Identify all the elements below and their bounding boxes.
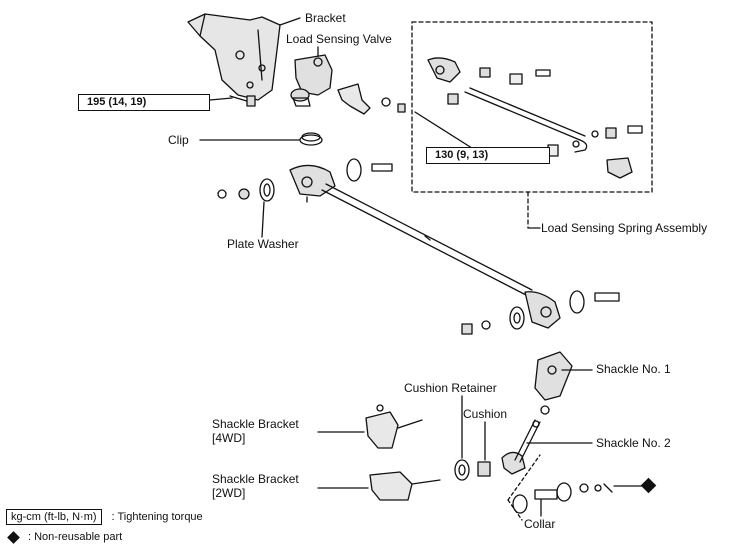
legend-torque: kg-cm (ft-lb, N·m) : Tightening torque [6,509,203,525]
label-shackle-no1: Shackle No. 1 [596,362,671,376]
shackle-bracket-2wd-part [317,471,441,501]
label-shackle-bracket-2wd-line2: [2WD] [212,486,246,500]
legend-unit-box: kg-cm (ft-lb, N·m) [6,509,102,525]
collar-parts [507,454,643,521]
bracket-part [187,13,301,101]
label-shackle-bracket-4wd: Shackle Bracket [4WD] [212,417,299,445]
label-cushion: Cushion [463,407,508,421]
label-shackle-bracket-4wd-line2: [4WD] [212,431,246,445]
label-collar: Collar [524,517,556,531]
label-load-sensing-valve: Load Sensing Valve [286,32,392,46]
legend-diamond-icon [7,530,20,544]
legend-unit-desc: : Tightening torque [111,511,203,523]
label-shackle-bracket-4wd-line1: Shackle Bracket [212,417,299,431]
load-sensing-valve-part [290,46,333,107]
label-cushion-retainer: Cushion Retainer [404,381,497,395]
label-clip: Clip [168,133,189,147]
cushion-parts [454,395,491,481]
label-bracket: Bracket [305,11,346,25]
torque-box-130: 130 (9, 13) [426,147,550,164]
shackle-bracket-4wd-part [317,404,423,449]
label-shackle-bracket-2wd-line1: Shackle Bracket [212,472,299,486]
link-plate [337,83,406,115]
bracket-bolt [229,95,256,107]
nonreusable-marker-icon [640,477,657,494]
label-plate-washer: Plate Washer [227,237,299,251]
torque-box-195: 195 (14, 19) [78,94,210,111]
load-sensing-spring-rod [289,164,561,329]
shackle-no2-part [501,419,593,475]
label-shackle-bracket-2wd: Shackle Bracket [2WD] [212,472,299,500]
rod-left-hardware [217,158,393,238]
shackle-no1-part [532,351,593,428]
rod-right-hardware [461,290,620,335]
spring-assembly-dashed-box [411,21,653,193]
clip-part [199,132,323,146]
label-shackle-no2: Shackle No. 2 [596,436,671,450]
label-load-sensing-spring-assembly: Load Sensing Spring Assembly [541,221,708,235]
spring-assembly-parts [414,57,643,179]
legend-nonreusable: : Non-reusable part [6,530,122,544]
legend-nonreusable-desc: : Non-reusable part [28,531,123,543]
